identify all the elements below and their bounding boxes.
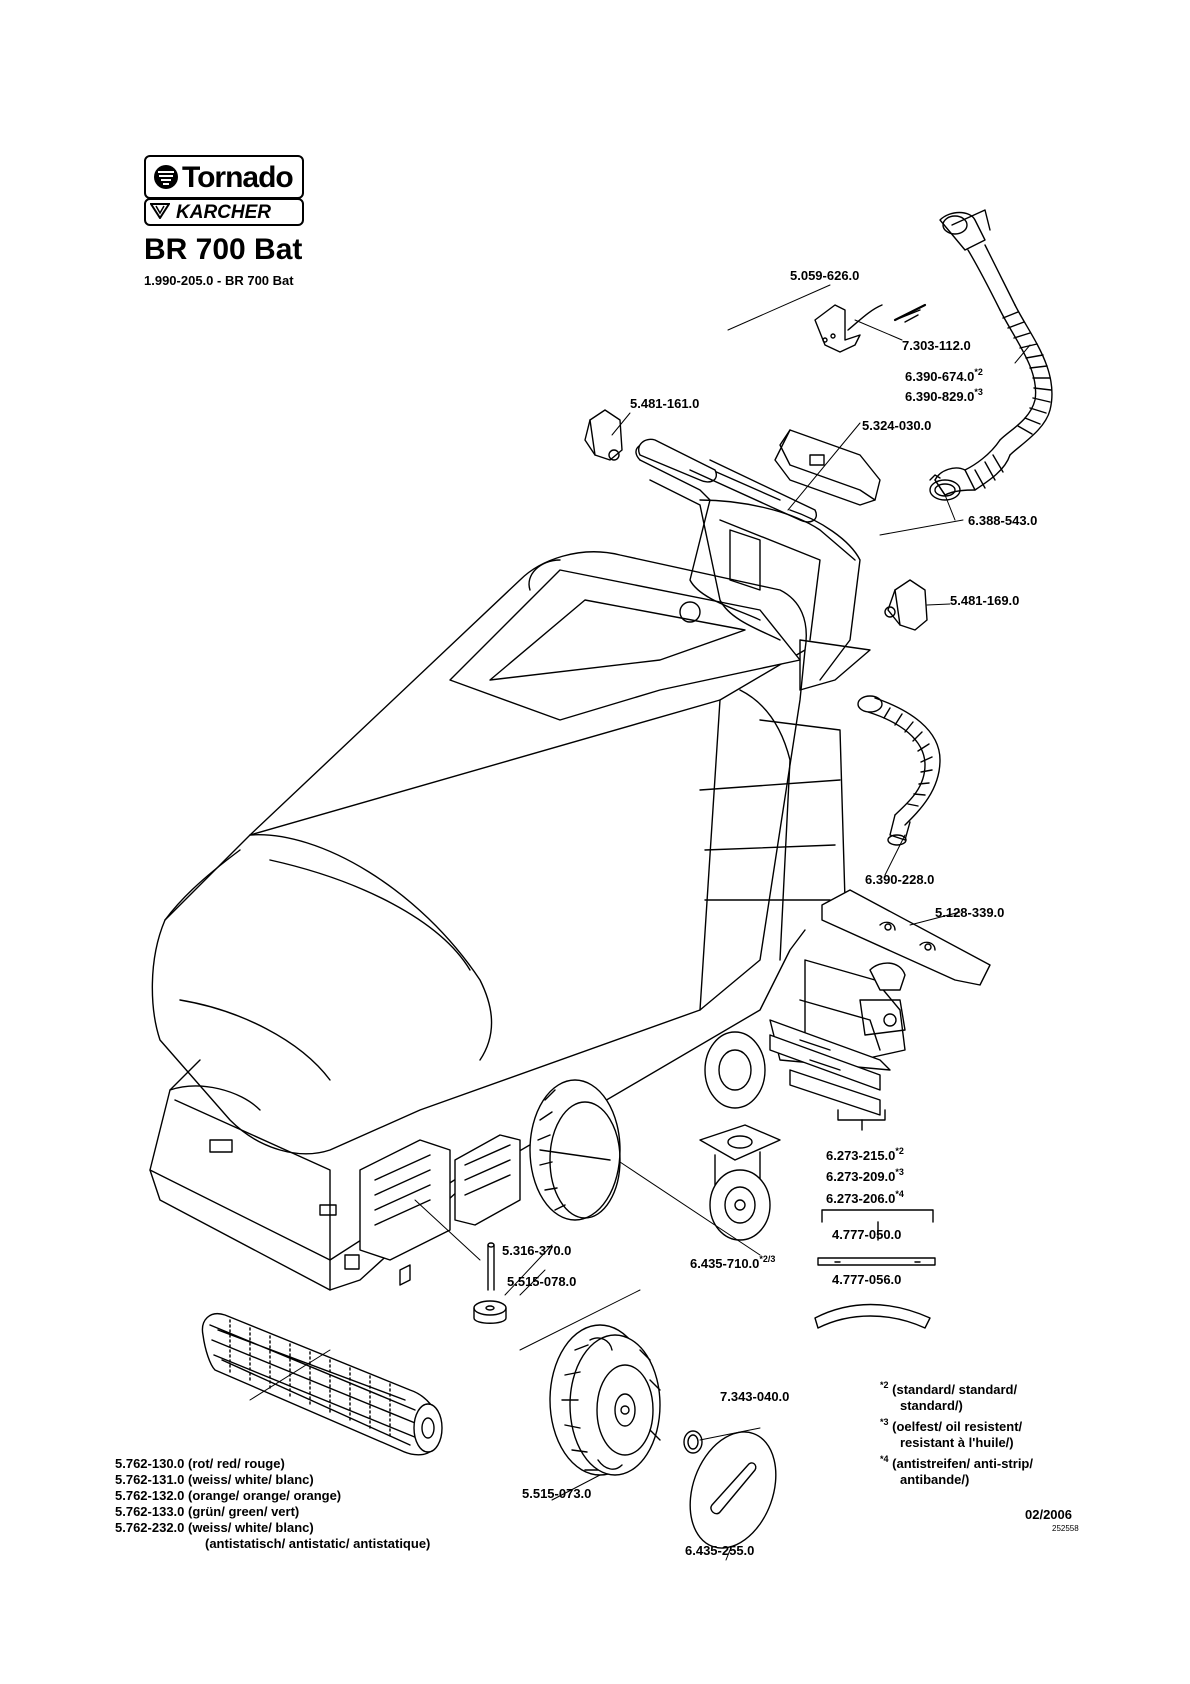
tornado-logo: Tornado <box>144 155 304 199</box>
legend-item: *3 (oelfest/ oil resistent/ <box>880 1417 1023 1434</box>
tornado-emblem-icon <box>154 165 178 189</box>
part-label-6-435-255-0: 6.435-255.0 <box>685 1543 755 1558</box>
part-label-4-777-056-0: 4.777-056.0 <box>832 1272 902 1287</box>
brush-item: 5.762-232.0 (weiss/ white/ blanc) <box>115 1520 314 1535</box>
part-label-6-273-209-0: 6.273-209.0*3 <box>826 1167 904 1184</box>
upper-hose-part <box>934 209 1053 496</box>
caster-wheel-part <box>699 1031 781 1241</box>
brush-item: 5.762-132.0 (orange/ orange/ orange) <box>115 1488 342 1503</box>
brush-roller <box>201 1313 443 1456</box>
part-label-5-128-339-0: 5.128-339.0 <box>935 905 1005 920</box>
legend-item-cont: antibande/) <box>900 1472 970 1487</box>
karcher-emblem-icon <box>150 203 170 219</box>
handle-assembly <box>635 438 871 691</box>
legend-item-cont: resistant à l'huile/) <box>900 1435 1014 1450</box>
legend: *2 (standard/ standard/ standard/) *3 (o… <box>880 1377 1033 1488</box>
bracket-part <box>814 303 927 353</box>
machine-body <box>149 551 846 1291</box>
part-label-5-515-073-0: 5.515-073.0 <box>522 1486 592 1501</box>
brush-list: 5.762-130.0 (rot/ red/ rouge) 5.762-131.… <box>115 1456 430 1552</box>
revision-date: 02/2006 <box>1025 1507 1072 1522</box>
part-label-6-388-543-0: 6.388-543.0 <box>968 513 1038 528</box>
curved-strip-part <box>814 1303 931 1329</box>
part-label-5-481-161-0: 5.481-161.0 <box>630 396 700 411</box>
part-label-5-515-078-0: 5.515-078.0 <box>507 1274 577 1289</box>
legend-item-cont: standard/) <box>900 1398 963 1413</box>
karcher-logo: KARCHER <box>144 198 304 226</box>
part-label-7-343-040-0: 7.343-040.0 <box>720 1389 790 1404</box>
brush-item: (antistatisch/ antistatic/ antistatique) <box>205 1536 431 1551</box>
strip-group-bracket <box>821 1209 934 1223</box>
part-label-5-059-626-0: 5.059-626.0 <box>790 268 860 283</box>
foot-part <box>473 1300 507 1324</box>
part-label-6-435-710-0: 6.435-710.0*2/3 <box>690 1254 776 1271</box>
brush-item: 5.762-130.0 (rot/ red/ rouge) <box>115 1456 285 1471</box>
part-label-5-324-030-0: 5.324-030.0 <box>862 418 932 433</box>
knob-right-part <box>884 579 928 631</box>
drawing-code: 252558 <box>1052 1524 1079 1533</box>
pin-part <box>487 1242 495 1291</box>
squeegee-assembly <box>769 959 906 1116</box>
part-label-5-481-169-0: 5.481-169.0 <box>950 593 1020 608</box>
brand-top: Tornado <box>182 161 294 194</box>
legend-item: *4 (antistreifen/ anti-strip/ <box>880 1454 1033 1471</box>
retaining-ring-part <box>683 1430 703 1454</box>
part-label-4-777-050-0: 4.777-050.0 <box>832 1227 902 1242</box>
machine-wheel <box>529 1079 621 1221</box>
part-label-6-390-674-0: 6.390-674.0*2 <box>905 367 983 384</box>
knob-left-part <box>584 409 623 461</box>
part-label-6-273-206-0: 6.273-206.0*4 <box>826 1189 904 1206</box>
model-subtitle: 1.990-205.0 - BR 700 Bat <box>144 273 294 288</box>
hub-cap-part <box>689 1431 777 1549</box>
part-label-5-316-370-0: 5.316-370.0 <box>502 1243 572 1258</box>
model-title: BR 700 Bat <box>144 233 303 266</box>
part-label-6-390-228-0: 6.390-228.0 <box>865 872 935 887</box>
part-label-6-273-215-0: 6.273-215.0*2 <box>826 1146 904 1163</box>
squeegee-strip-part <box>817 1257 936 1266</box>
handle-cover-part <box>774 429 881 506</box>
brush-item: 5.762-133.0 (grün/ green/ vert) <box>115 1504 300 1519</box>
brush-item: 5.762-131.0 (weiss/ white/ blanc) <box>115 1472 314 1487</box>
part-label-6-390-829-0: 6.390-829.0*3 <box>905 387 983 404</box>
large-wheel-part <box>549 1324 661 1476</box>
brand-bottom: KARCHER <box>176 202 271 223</box>
lower-hose-part <box>857 695 941 846</box>
plate-part <box>821 889 991 986</box>
legend-item: *2 (standard/ standard/ <box>880 1380 1018 1397</box>
part-label-7-303-112-0: 7.303-112.0 <box>902 338 971 353</box>
leader-lines <box>249 284 1031 1561</box>
